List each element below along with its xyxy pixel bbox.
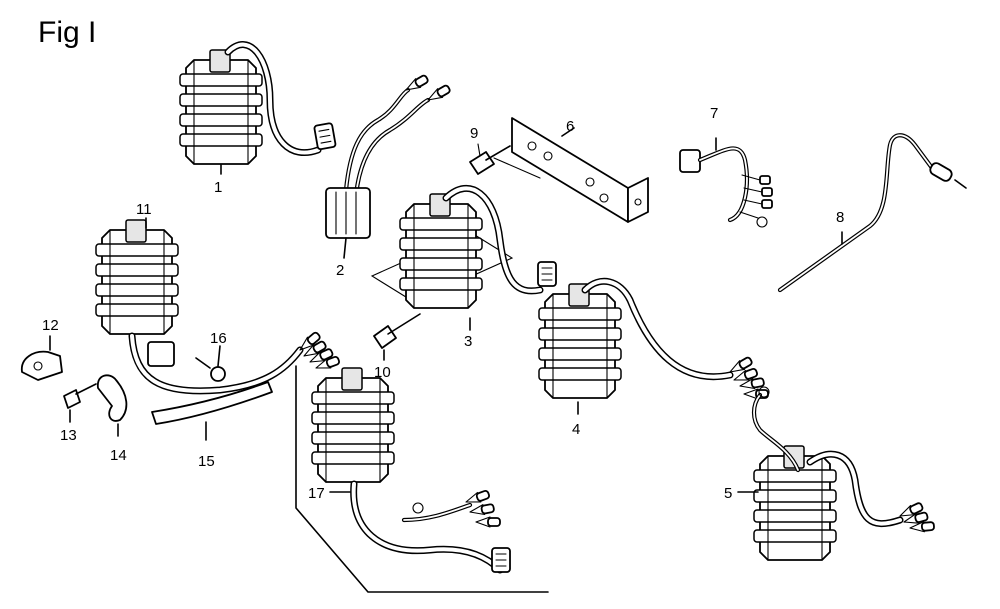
callout-15: 15 xyxy=(198,453,215,470)
callout-14: 14 xyxy=(110,447,127,464)
callout-16: 16 xyxy=(210,330,227,347)
callout-2: 2 xyxy=(336,262,344,279)
part-15-tube xyxy=(151,381,273,441)
callout-7: 7 xyxy=(710,105,718,122)
part-5-regulator xyxy=(737,386,936,561)
part-10-bolt xyxy=(373,313,421,361)
callout-4: 4 xyxy=(572,421,580,438)
part-17-regulator xyxy=(311,367,511,574)
callout-17: 17 xyxy=(308,485,325,502)
part-13-bolt xyxy=(63,383,97,423)
part-9-bolt xyxy=(469,143,541,179)
part-7-harness xyxy=(679,137,773,228)
callout-12: 12 xyxy=(42,317,59,334)
callout-8: 8 xyxy=(836,209,844,226)
callout-6: 6 xyxy=(566,118,574,135)
part-8-cable xyxy=(777,133,967,293)
group-bracket-line xyxy=(295,365,549,593)
part-3-regulator xyxy=(370,184,557,331)
callout-9: 9 xyxy=(470,125,478,142)
part-16-bolt xyxy=(195,345,226,382)
part-6-bracket xyxy=(511,117,649,223)
part-12-stay xyxy=(21,335,63,381)
part-11-regulator xyxy=(95,217,342,395)
part-1-regulator xyxy=(179,41,337,175)
part-14-clamp xyxy=(97,374,128,437)
part-4-regulator xyxy=(538,277,769,415)
callout-11: 11 xyxy=(136,201,152,218)
figure-title: Fig I xyxy=(38,16,96,49)
callout-13: 13 xyxy=(60,427,77,444)
callout-10: 10 xyxy=(374,364,391,381)
callout-3: 3 xyxy=(464,333,472,350)
callout-1: 1 xyxy=(214,179,222,196)
part-2-sub-harness xyxy=(325,72,453,259)
callout-5: 5 xyxy=(724,485,732,502)
